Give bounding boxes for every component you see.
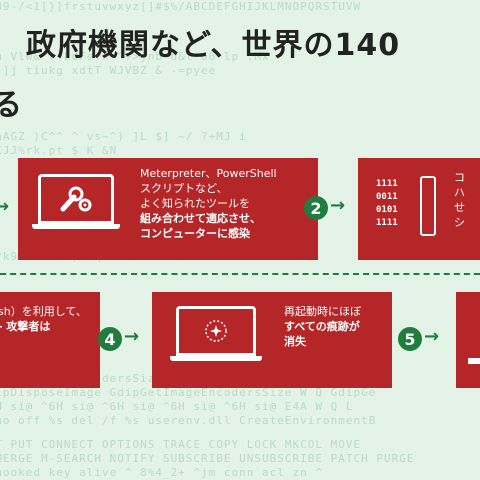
code-line: 5789-/<1[}]frstuvwxyz[]#$%/ABCDEFGHIJKLM… <box>0 0 362 13</box>
page-title: 政府機関など、世界の140 <box>26 28 401 63</box>
card-4-line: 消失 <box>284 335 306 348</box>
card-4-text: 再起動時にほぼ すべての痕跡が 消失 <box>284 304 361 349</box>
laptop-base <box>32 224 120 229</box>
code-line: GdipDisposeImage GdipGetImageEncodersSiz… <box>0 386 377 399</box>
code-line: echo off %s del /f %s userenv.dll Create… <box>0 414 377 427</box>
laptop-icon <box>176 306 256 356</box>
binary-line: 0101 <box>376 205 398 215</box>
code-line: ^6H si@ ^6H si@ ^6H si@ ^6H si@ ^6H si@ … <box>0 400 354 413</box>
step-card-2: 1111 0011 0101 1111 コ ハ せ シ <box>358 158 480 260</box>
code-line: ^xnAGZ )C^^ ^ vs~^) ]L $] ~/ ?+MJ i <box>0 130 247 143</box>
binary-icon: 1111 0011 0101 1111 <box>376 178 398 230</box>
arrow-right-icon: → <box>330 195 346 216</box>
code-line: vYu Vlw&^r LdFe:x ^+>jnb d&l o6 lp :Mx <box>0 50 270 63</box>
card-2-line: シ <box>454 216 465 229</box>
card-2-line: コ <box>454 171 465 184</box>
card-1-text: Meterpreter、PowerShell スクリプトなど、 よく知られたツー… <box>140 166 277 241</box>
step-card-3: sh）を利用して、 - 攻撃者は <box>0 292 100 388</box>
step-number-5: 5 <box>398 327 422 351</box>
step-number-4: 4 <box>98 327 122 351</box>
card-1-line: コンピューターに感染 <box>140 227 250 240</box>
binary-line: 1111 <box>376 218 398 228</box>
fading-trace-icon <box>205 320 227 342</box>
laptop-base <box>170 356 262 361</box>
code-line: ~$ ]j tiukg xdtT WJVBZ & -=pyee <box>0 64 217 77</box>
card-2-line: せ <box>454 201 465 214</box>
step-card-4: 再起動時にほぼ すべての痕跡が 消失 <box>152 292 392 388</box>
arrow-right-icon: → <box>0 196 10 217</box>
code-line: T MERGE M-SEARCH NOTIFY SUBSCRIBE UNSUBS… <box>0 452 415 465</box>
card-2-text: コ ハ せ シ <box>454 170 465 230</box>
card-3-line: - 攻撃者は <box>0 320 51 333</box>
arrow-right-icon: → <box>424 326 440 347</box>
code-line: GET PUT CONNECT OPTIONS TRACE COPY LOCK … <box>0 438 362 451</box>
card-1-line: 組み合わせて適応させ、 <box>140 212 261 225</box>
step-number-2: 2 <box>304 196 328 220</box>
code-line: Unhooked key alive ^ 8%4_2+ ^jm conn acl… <box>0 466 324 479</box>
binary-line: 1111 <box>376 179 398 189</box>
page-title-continued: る <box>0 88 22 123</box>
card-1-line: スクリプトなど、 <box>140 182 228 195</box>
code-line: AFCJJ%rk.pt $ K &N <box>0 144 118 157</box>
step-card-5 <box>456 292 480 388</box>
step-card-1: Meterpreter、PowerShell スクリプトなど、 よく知られたツー… <box>18 158 318 260</box>
card-3-text: sh）を利用して、 - 攻撃者は <box>0 304 87 334</box>
card-2-line: ハ <box>454 186 465 199</box>
card-4-line: 再起動時にほぼ <box>284 305 361 318</box>
binary-line: 0011 <box>376 192 398 202</box>
laptop-base <box>468 358 480 364</box>
memory-chip-icon <box>420 176 436 236</box>
card-3-line: sh）を利用して、 <box>0 305 87 318</box>
section-divider <box>0 273 480 275</box>
wrench-gear-icon <box>60 186 92 212</box>
card-4-line: すべての痕跡が <box>284 320 360 333</box>
card-1-line: よく知られたツールを <box>140 197 250 210</box>
arrow-right-icon: → <box>124 326 140 347</box>
card-1-line: Meterpreter、PowerShell <box>140 167 277 180</box>
laptop-icon <box>38 174 114 224</box>
